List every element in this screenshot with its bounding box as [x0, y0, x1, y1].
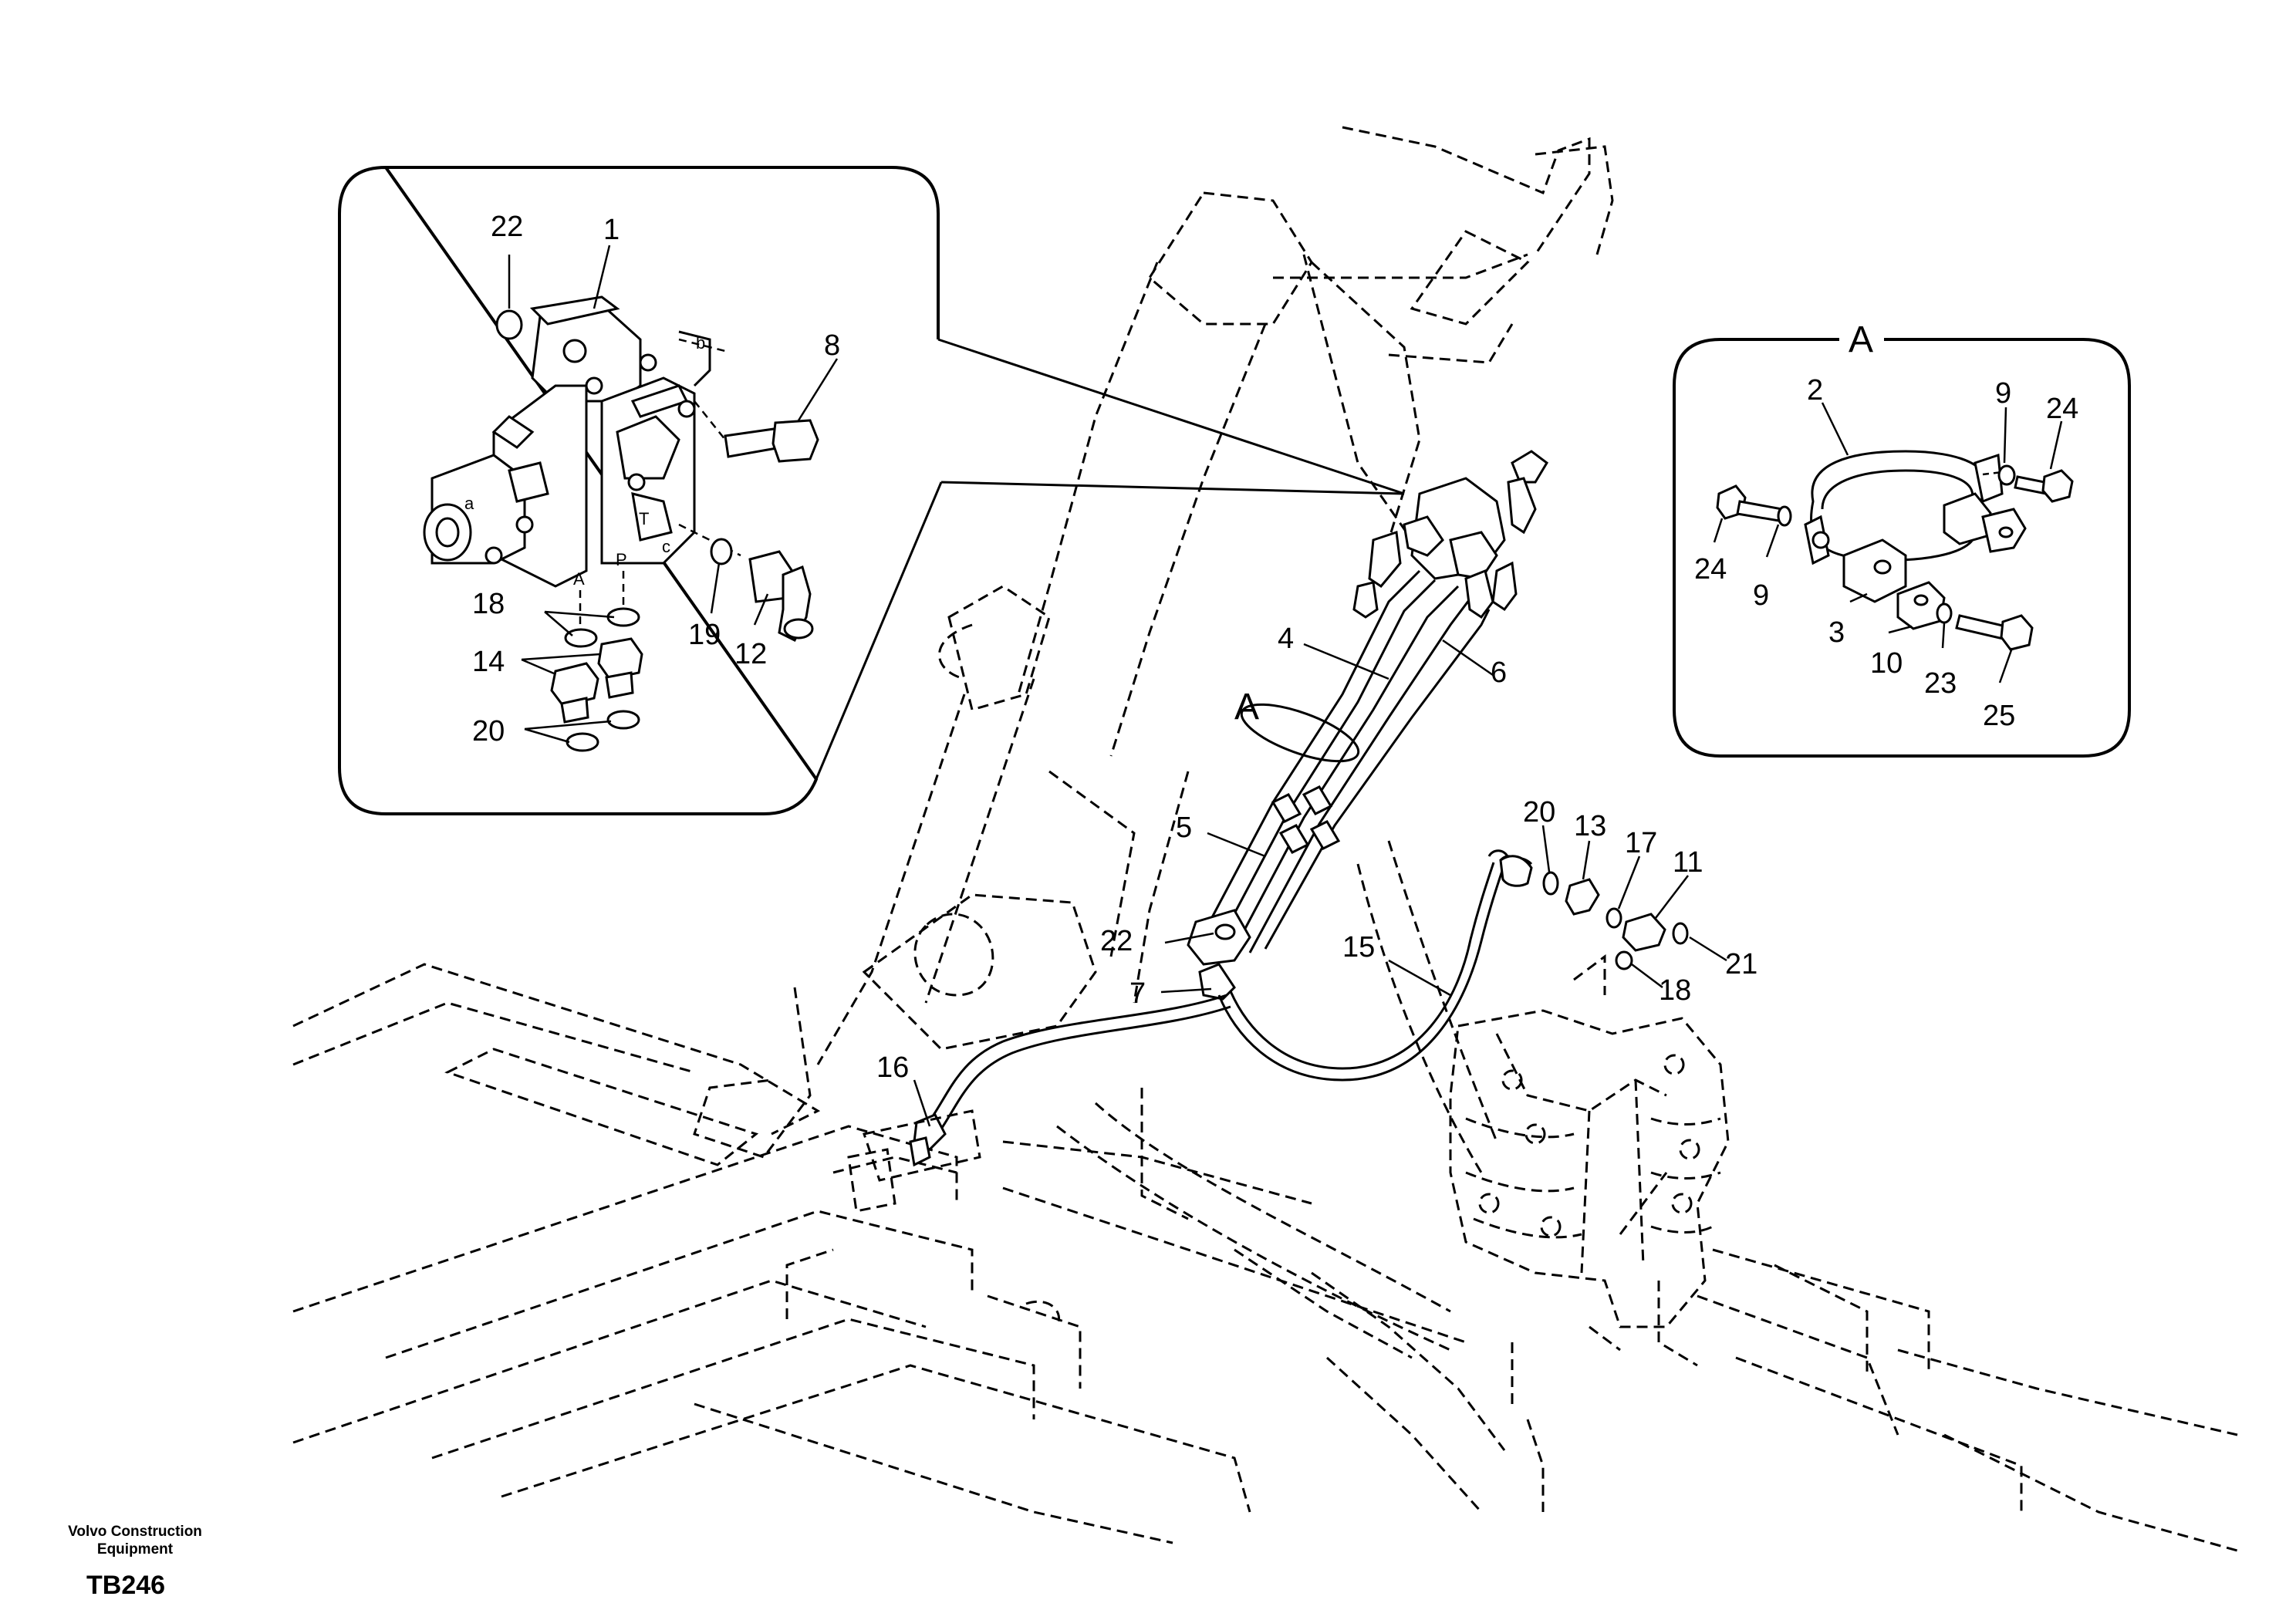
- callout-7: 7: [1129, 977, 1146, 1010]
- detail-view-a: [1673, 338, 2131, 758]
- o-ring-22-main: [1214, 923, 1236, 940]
- valve-inset: [338, 165, 940, 815]
- pilot-solenoid-valve: [423, 295, 726, 588]
- clamp-block-upper: [1943, 492, 2027, 553]
- detail-view-label: A: [1849, 319, 1873, 360]
- callout-15: 15: [1342, 931, 1375, 964]
- o-ring-17: [1606, 907, 1622, 929]
- callout-2: 2: [1807, 374, 1823, 407]
- zoom-wedge: [815, 338, 1405, 780]
- callout-4: 4: [1278, 623, 1294, 655]
- callout-1: 1: [603, 214, 620, 246]
- port-a: a: [464, 494, 474, 513]
- o-ring-18-main: [1615, 950, 1633, 970]
- hose-15: [1217, 849, 1533, 1082]
- o-rings-20: [566, 710, 640, 752]
- port-p: P: [616, 550, 627, 569]
- hose-16: [847, 994, 1231, 1213]
- port-c: c: [662, 537, 670, 556]
- callout-19: 19: [688, 619, 721, 651]
- callout-18-main: 18: [1659, 974, 1691, 1007]
- callout-24-right: 24: [2046, 393, 2078, 425]
- callout-16: 16: [876, 1051, 909, 1084]
- adapter-13: [1565, 878, 1600, 916]
- washer-9-right: [1997, 464, 2016, 486]
- callout-9-left: 9: [1753, 579, 1769, 612]
- callout-3: 3: [1828, 616, 1845, 649]
- callout-20-inset: 20: [472, 715, 505, 748]
- o-ring-22-inset: [495, 309, 523, 340]
- callout-6: 6: [1491, 656, 1507, 689]
- valve-inset-frame: [338, 165, 819, 815]
- clamp-block-3: [1842, 538, 1907, 603]
- callout-20-main: 20: [1523, 796, 1555, 829]
- callout-10: 10: [1870, 647, 1903, 680]
- callout-12: 12: [734, 638, 767, 670]
- o-ring-19: [710, 538, 733, 565]
- washer-23: [1936, 602, 1953, 624]
- o-ring-20-main: [1542, 871, 1559, 896]
- bolt-8: [694, 400, 819, 463]
- machine-outline-dashed: [292, 126, 2238, 1552]
- port-a-upper: A: [573, 569, 585, 589]
- hoses-4-5-6: [1187, 450, 1548, 1001]
- fitting-11: [1622, 913, 1666, 952]
- callout-5: 5: [1176, 812, 1192, 844]
- callout-9-right: 9: [1995, 377, 2011, 410]
- o-ring-21: [1672, 922, 1689, 945]
- callout-13: 13: [1574, 810, 1606, 842]
- bolt-25: [1955, 614, 2034, 651]
- bolt-24-left: [1716, 484, 1784, 522]
- callout-22-main: 22: [1100, 925, 1133, 957]
- bolt-24-right: [2014, 469, 2074, 503]
- elbow-fitting-12: [678, 523, 814, 643]
- callout-22-inset: 22: [491, 211, 523, 243]
- port-t: T: [639, 509, 649, 528]
- callout-23: 23: [1924, 667, 1957, 700]
- callout-14: 14: [472, 646, 505, 678]
- detail-view-frame: [1673, 338, 2131, 758]
- callout-17: 17: [1625, 827, 1657, 859]
- section-ellipse-a: [1240, 703, 1360, 763]
- footer-company-line2: Equipment: [96, 1541, 174, 1558]
- callout-25: 25: [1983, 700, 2015, 732]
- callout-8: 8: [824, 329, 840, 362]
- washer-9-left: [1777, 505, 1792, 527]
- fitting-chain: [1214, 855, 1689, 970]
- port-b: b: [696, 333, 705, 353]
- clamp-band-2: [1804, 450, 2004, 565]
- clamp-block-10: [1896, 581, 1946, 630]
- callout-18-inset: 18: [472, 588, 505, 620]
- fittings-14: [550, 637, 643, 724]
- callout-21: 21: [1725, 948, 1757, 980]
- leader-lines: [508, 245, 2063, 1127]
- o-rings-18: [564, 607, 640, 648]
- callout-11: 11: [1673, 846, 1703, 879]
- control-valve-block: [1449, 1009, 1730, 1367]
- footer-drawing-code: TB246: [86, 1571, 166, 1600]
- section-label-a: A: [1234, 687, 1259, 727]
- footer-company-line1: Volvo Construction: [68, 1524, 202, 1540]
- callout-24-left: 24: [1694, 553, 1727, 586]
